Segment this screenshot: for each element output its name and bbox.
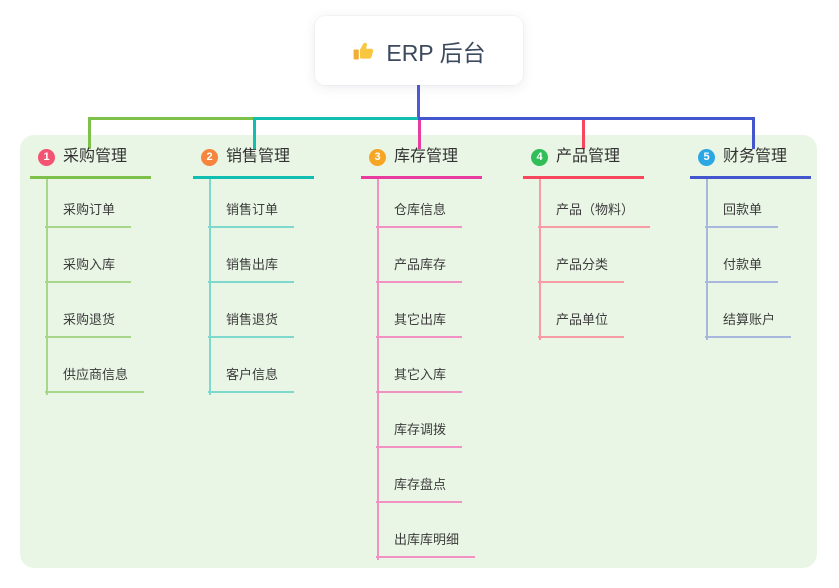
child-node[interactable]: 出库库明细 [376,531,476,558]
branch-node-finance[interactable]: 5 财务管理 [690,146,812,179]
child-node[interactable]: 产品库存 [376,256,463,283]
child-node[interactable]: 销售退货 [208,311,295,338]
branch-node-inventory[interactable]: 3 库存管理 [361,146,483,179]
child-node[interactable]: 产品分类 [538,256,625,283]
connector-child-vline [706,179,708,340]
child-node[interactable]: 采购订单 [45,201,132,228]
connector-branch-drop [582,120,585,149]
thumbs-up-icon [352,39,376,63]
connector-branch-drop [752,117,755,149]
child-node[interactable]: 采购退货 [45,311,132,338]
connector-branch-drop [88,117,91,149]
child-node[interactable]: 库存盘点 [376,476,463,503]
child-node[interactable]: 其它出库 [376,311,463,338]
connector-branch-drop [253,117,256,149]
branch-number-badge: 3 [369,148,386,166]
connector-branch-drop [418,120,421,149]
branch-node-product[interactable]: 4 产品管理 [523,146,645,179]
branch-label: 财务管理 [723,148,788,165]
connector-root-drop [417,84,420,120]
child-node[interactable]: 产品（物料） [538,201,651,228]
root-label: ERP 后台 [386,39,486,66]
branch-number-badge: 1 [38,148,55,166]
connector-child-vline [209,179,211,395]
child-node[interactable]: 付款单 [705,256,779,283]
root-node[interactable]: ERP 后台 [315,16,523,85]
child-node[interactable]: 仓库信息 [376,201,463,228]
branch-label: 产品管理 [556,148,621,165]
panel-background [20,135,817,568]
child-node[interactable]: 库存调拨 [376,421,463,448]
child-node[interactable]: 销售出库 [208,256,295,283]
child-node[interactable]: 采购入库 [45,256,132,283]
branch-label: 采购管理 [63,148,128,165]
branch-node-purchase[interactable]: 1 采购管理 [30,146,152,179]
child-node[interactable]: 客户信息 [208,366,295,393]
child-node[interactable]: 其它入库 [376,366,463,393]
branch-number-badge: 4 [531,148,548,166]
branch-label: 库存管理 [394,148,459,165]
connector-bus-middle [253,117,419,120]
connector-bus-left [88,117,254,120]
connector-child-vline [539,179,541,340]
branch-number-badge: 2 [201,148,218,166]
child-node[interactable]: 结算账户 [705,311,792,338]
connector-child-vline [377,179,379,560]
child-node[interactable]: 销售订单 [208,201,295,228]
child-node[interactable]: 产品单位 [538,311,625,338]
child-node[interactable]: 回款单 [705,201,779,228]
connector-child-vline [46,179,48,395]
branch-node-sales[interactable]: 2 销售管理 [193,146,315,179]
branch-number-badge: 5 [698,148,715,166]
branch-label: 销售管理 [226,148,291,165]
child-node[interactable]: 供应商信息 [45,366,145,393]
connector-bus-right [418,117,755,120]
